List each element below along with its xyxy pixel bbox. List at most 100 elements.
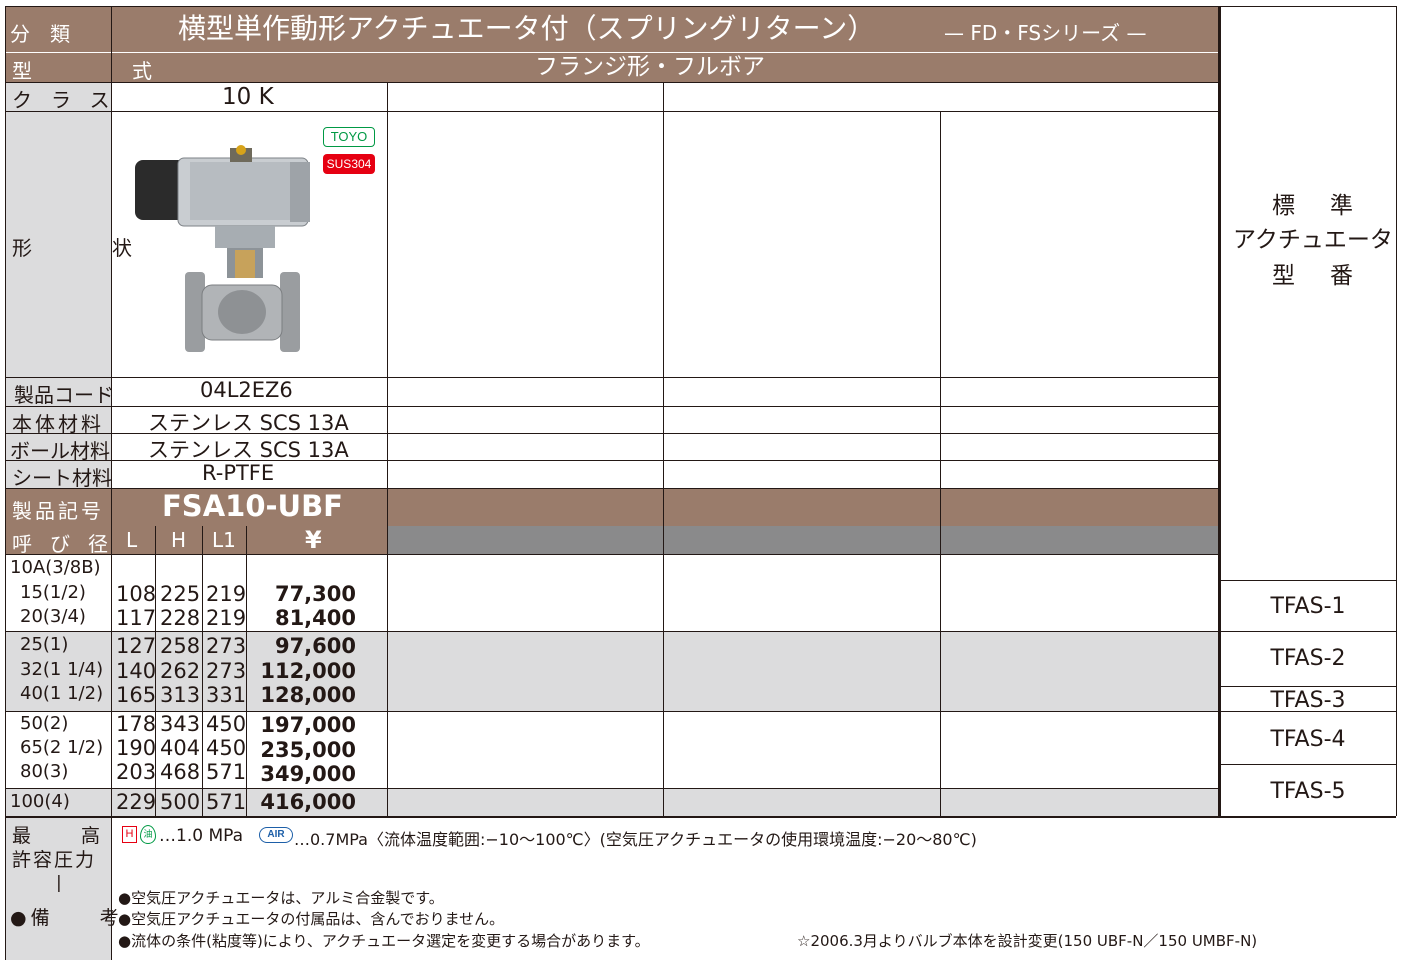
notes-label-column	[5, 816, 111, 960]
price-cell: 112,000	[260, 659, 356, 683]
size-cell: 65(2 1/2)	[20, 737, 104, 758]
l-cell: 140	[116, 659, 157, 683]
valve-actuator-image	[135, 145, 310, 352]
symbol-band	[5, 488, 1218, 526]
seat-material: R-PTFE	[202, 461, 275, 485]
oil-icon: 油	[140, 825, 156, 844]
h-cell: 228	[160, 606, 201, 630]
l-cell: 203	[116, 760, 157, 784]
l-cell: 127	[116, 634, 157, 658]
h-cell: 500	[160, 790, 201, 814]
actuator-model: TFAS-2	[1270, 646, 1346, 671]
product-symbol-label: 製品記号	[12, 499, 104, 523]
h-cell: 313	[160, 683, 201, 707]
size-column-header: 呼び径	[12, 532, 126, 556]
size-cell: 100(4)	[10, 791, 70, 812]
size-cell: 40(1 1/2)	[20, 683, 104, 704]
size-cell: 32(1 1/4)	[20, 659, 104, 680]
shape-label: 形 状	[12, 236, 162, 260]
actuator-model: TFAS-1	[1270, 594, 1346, 619]
pressure-label-1: 最 高	[12, 825, 105, 847]
h-cell: 258	[160, 634, 201, 658]
l-cell: 229	[116, 790, 157, 814]
actuator-heading-2: アクチュエータ	[1233, 227, 1393, 253]
badge-sus304-text: SUS304	[326, 157, 372, 171]
l-column-header: L	[126, 528, 138, 552]
actuator-heading-3: 型 番	[1272, 263, 1359, 289]
h-icon-text: H	[125, 828, 134, 840]
type-band	[5, 53, 1218, 82]
pressure-text-2: …0.7MPa〈流体温度範囲:−10〜100℃〉(空気圧アクチュエータの使用環境…	[294, 830, 977, 849]
l-cell: 165	[116, 683, 157, 707]
price-cell: 97,600	[274, 634, 356, 658]
size-col-grey	[5, 554, 111, 631]
price-cell: 81,400	[274, 606, 356, 630]
ball-material: ステンレス SCS 13A	[148, 438, 349, 462]
columns-band-left	[5, 526, 387, 554]
actuator-heading-1: 標 準	[1272, 193, 1359, 219]
pressure-text-1: …1.0 MPa	[159, 826, 244, 846]
title-band	[5, 7, 1218, 52]
l-cell: 178	[116, 712, 157, 736]
type-label: 型 式	[12, 59, 192, 83]
ball-material-label: ボール材料	[10, 439, 110, 463]
type-value: フランジ形・フルボア	[535, 54, 765, 80]
row-group-grey-1	[5, 631, 1218, 711]
series-name: — FD・FSシリーズ —	[944, 21, 1147, 45]
price-column-header: ¥	[305, 526, 322, 554]
l-cell: 117	[116, 606, 157, 630]
l1-cell: 331	[206, 683, 247, 707]
h-column-header: H	[171, 528, 187, 552]
l1-column-header: L1	[212, 528, 236, 552]
price-cell: 197,000	[260, 713, 356, 737]
actuator-model: TFAS-4	[1270, 727, 1346, 752]
h-cell: 404	[160, 736, 201, 760]
note-4: ☆2006.3月よりバルブ本体を設計変更(150 UBF-N／150 UMBF-…	[797, 932, 1258, 950]
l1-cell: 450	[206, 712, 247, 736]
badge-toyo: TOYO	[323, 127, 375, 147]
note-3: ●流体の条件(粘度等)により、アクチュエータ選定を変更する場合があります。	[118, 932, 650, 950]
size-cell: 10A(3/8B)	[10, 557, 101, 578]
size-cell: 25(1)	[20, 634, 69, 655]
body-material: ステンレス SCS 13A	[148, 411, 349, 435]
category-label-text: 分 類	[10, 22, 70, 46]
h-cell: 468	[160, 760, 201, 784]
size-cell: 80(3)	[20, 761, 69, 782]
air-icon: AIR	[259, 827, 293, 843]
badge-sus304: SUS304	[323, 154, 375, 174]
oil-icon-text: 油	[143, 830, 153, 840]
pressure-label-3: |	[56, 873, 62, 893]
category-label: 分 類	[10, 18, 106, 47]
h-cell: 343	[160, 712, 201, 736]
l-cell: 190	[116, 736, 157, 760]
l1-cell: 571	[206, 760, 247, 784]
air-icon-text: AIR	[267, 829, 285, 840]
h-icon: H	[122, 826, 137, 843]
l1-cell: 273	[206, 659, 247, 683]
product-symbol: FSA10-UBF	[162, 489, 343, 523]
row-group-grey-2	[5, 788, 1218, 816]
note-1: ●空気圧アクチュエータは、アルミ合金製です。	[118, 889, 444, 907]
note-2: ●空気圧アクチュエータの付属品は、含んでおりません。	[118, 910, 505, 928]
size-cell: 15(1/2)	[20, 582, 86, 603]
price-cell: 128,000	[260, 683, 356, 707]
page-title: 横型単作動形アクチュエータ付（スプリングリターン）	[178, 12, 876, 45]
body-material-label: 本体材料	[12, 412, 104, 436]
label-column	[5, 82, 111, 488]
product-code: 04L2EZ6	[200, 378, 293, 402]
actuator-model: TFAS-3	[1270, 688, 1346, 713]
h-cell: 262	[160, 659, 201, 683]
seat-material-label: シート材料	[12, 466, 112, 490]
actuator-model: TFAS-5	[1270, 779, 1346, 804]
l-cell: 108	[116, 582, 157, 606]
h-cell: 225	[160, 582, 201, 606]
l1-cell: 571	[206, 790, 247, 814]
price-cell: 349,000	[260, 762, 356, 786]
l1-cell: 219	[206, 582, 247, 606]
price-cell: 77,300	[274, 582, 356, 606]
badge-toyo-text: TOYO	[330, 129, 368, 144]
size-cell: 20(3/4)	[20, 606, 86, 627]
l1-cell: 450	[206, 736, 247, 760]
pressure-label-4: ●備 考	[10, 907, 123, 929]
price-cell: 235,000	[260, 738, 356, 762]
